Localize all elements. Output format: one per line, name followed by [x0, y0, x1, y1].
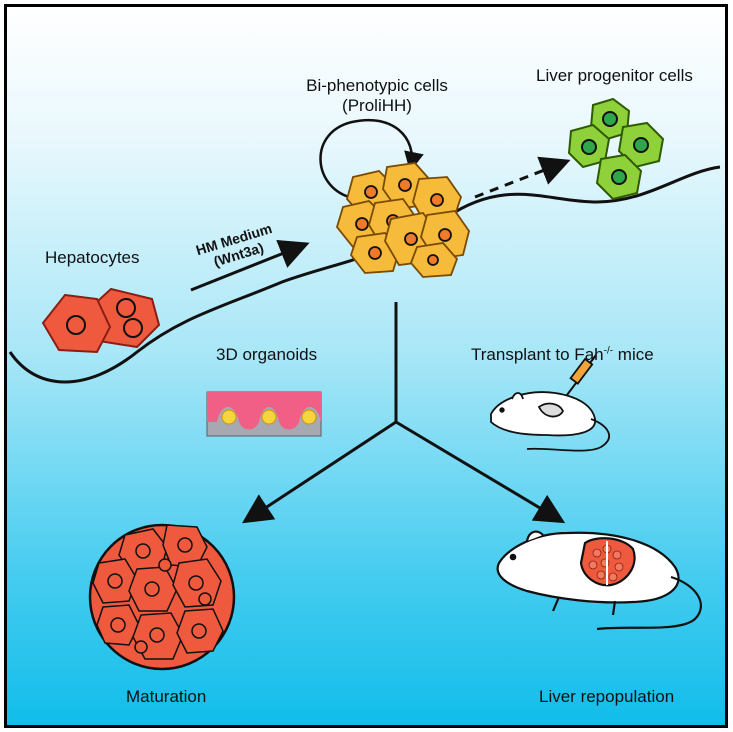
biphenotypic-cell-cluster [336, 162, 470, 278]
mouse-transplant-icon [490, 354, 610, 452]
liver-progenitor-cells [567, 97, 665, 201]
branching-arrows [241, 302, 566, 524]
diagram-canvas [8, 97, 721, 671]
dashed-differentiation-arrow [474, 156, 571, 199]
label-maturation: Maturation [126, 687, 207, 706]
label-liver-repopulation: Liver repopulation [539, 687, 675, 706]
hm-medium-arrow [190, 239, 310, 292]
label-transplant-genotype: -/- [603, 345, 614, 357]
figure-frame: Hepatocytes HM Medium (Wnt3a) Bi-phenoty… [4, 4, 728, 728]
mouse-repopulated-liver [496, 530, 702, 631]
label-hepatocytes: Hepatocytes [45, 248, 140, 267]
label-biphenotypic: Bi-phenotypic cells (ProliHH) [297, 76, 457, 115]
label-3d-organoids: 3D organoids [216, 345, 318, 364]
label-transplant: Transplant to Fah-/- mice [471, 345, 654, 365]
label-liver-progenitor: Liver progenitor cells [536, 66, 693, 85]
label-transplant-prefix: Transplant to Fah [471, 345, 604, 364]
label-biphenotypic-line1: Bi-phenotypic cells [306, 76, 448, 95]
self-renewal-loop-arrow [319, 118, 424, 199]
mature-organoid [88, 523, 236, 671]
hepatocyte-cells [41, 287, 161, 354]
label-biphenotypic-line2: (ProliHH) [342, 95, 412, 115]
organoid-culture-icon [206, 391, 322, 437]
label-transplant-suffix: mice [613, 345, 654, 364]
